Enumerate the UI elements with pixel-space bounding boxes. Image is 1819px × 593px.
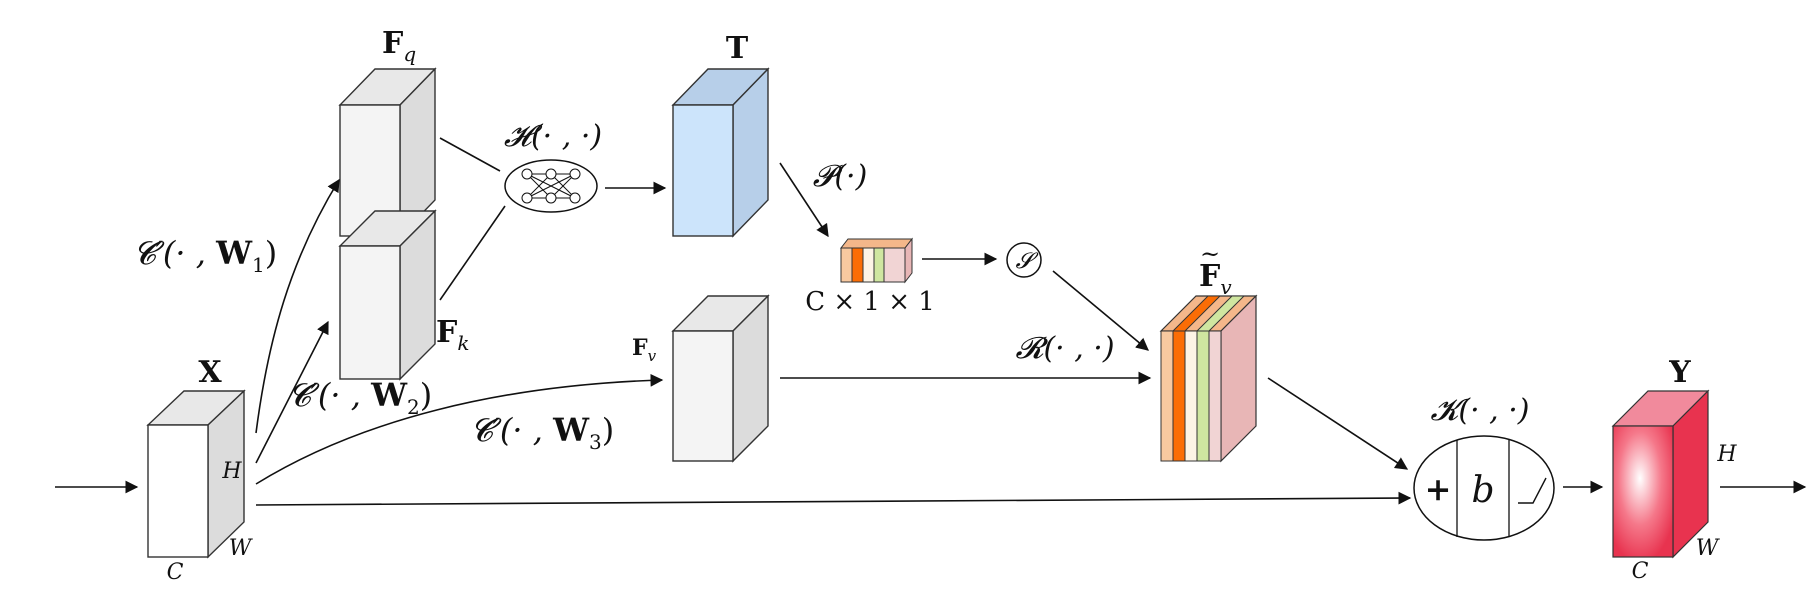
x-label: X xyxy=(198,355,222,390)
fv-tilde-subscript: v xyxy=(1220,275,1232,299)
fk-front-face xyxy=(339,245,401,380)
k-plus-sign: + xyxy=(1425,470,1452,508)
edge-fv-tilde-to-k xyxy=(1267,377,1409,470)
k-label: 𝓚(· , ·) xyxy=(1431,393,1530,428)
edge-x-to-fk xyxy=(255,320,329,464)
edge-fk-to-h xyxy=(439,205,506,301)
t-label: T xyxy=(726,31,749,66)
x-dim-c: C xyxy=(167,560,184,585)
conv3-op: 𝓒′(· , xyxy=(470,411,553,449)
edges xyxy=(55,137,1807,506)
x-dim-w: W xyxy=(229,536,254,561)
fq-label: Fq xyxy=(382,26,416,66)
pooled-dims-label: C × 1 × 1 xyxy=(805,287,935,317)
value-tensor-fv: Fv xyxy=(632,294,770,463)
fv-tilde-stripe-1 xyxy=(1160,330,1174,462)
pooled-stripe-1 xyxy=(840,247,853,283)
s-circle xyxy=(1006,242,1042,278)
y-dim-c: C xyxy=(1632,559,1649,584)
neural-net-icon xyxy=(521,168,581,204)
edge-x-to-fv xyxy=(255,373,664,485)
fusion-network-h: 𝓗(· , ·) xyxy=(504,119,602,213)
fv-tilde-accent: ~ xyxy=(1200,240,1220,268)
pooled-stripe-2 xyxy=(851,247,864,283)
fv-tilde-stripe-3 xyxy=(1184,330,1198,462)
y-dim-h: H xyxy=(1716,442,1737,467)
conv3-label: 𝓒′(· , W3) xyxy=(470,411,614,454)
p-label: 𝓟(·) xyxy=(813,159,868,194)
conv1-label: 𝓒′(· , W1) xyxy=(133,234,277,277)
relu-icon xyxy=(1518,477,1547,504)
k-bias: b xyxy=(1471,470,1494,511)
fv-letter: F xyxy=(632,335,648,361)
pooled-stripe-4 xyxy=(873,247,885,283)
edge-fq-to-h xyxy=(439,137,501,172)
fv-tilde-letter: F xyxy=(1199,259,1220,294)
conv2-label: 𝓒′(· , W2) xyxy=(288,376,432,419)
fv-tilde-stripe-2 xyxy=(1172,330,1186,462)
sigmoid-node-s: 𝓢 xyxy=(1006,242,1042,278)
output-tensor-y: Y H W C xyxy=(1611,355,1737,584)
fv-tilde-stripe-4 xyxy=(1196,330,1210,462)
r-label: 𝓡(· , ·) xyxy=(1015,331,1114,366)
fk-letter: F xyxy=(436,315,457,350)
pooled-top-face xyxy=(839,238,914,249)
conv1-sub: 1 xyxy=(252,253,265,277)
conv3-weight: W xyxy=(552,411,590,449)
reweighted-value-fv-tilde: Fv ~ 𝓡(· , ·) xyxy=(1015,240,1258,463)
h-label: 𝓗(· , ·) xyxy=(504,119,602,154)
pooled-stripe-5 xyxy=(883,247,906,283)
pooled-vector: C × 1 × 1 𝓟(·) xyxy=(805,159,935,317)
attention-map-t: T xyxy=(671,31,770,238)
conv2-weight: W xyxy=(370,376,408,414)
fv-subscript: v xyxy=(648,347,657,365)
x-front-face xyxy=(147,424,209,558)
fq-letter: F xyxy=(382,26,403,61)
conv2-op: 𝓒′(· , xyxy=(288,376,371,414)
conv3-sub: 3 xyxy=(589,430,602,454)
fq-subscript: q xyxy=(403,42,416,66)
y-front-face xyxy=(1612,425,1674,558)
fv-front-face xyxy=(672,330,734,462)
aggregation-node-k: + b 𝓚(· , ·) xyxy=(1413,393,1555,541)
fk-subscript: k xyxy=(457,331,469,355)
fv-tilde-label: Fv xyxy=(1199,259,1232,299)
k-ellipse xyxy=(1413,435,1555,541)
input-tensor-x: X H W C xyxy=(146,355,254,585)
edge-t-to-pooled xyxy=(779,162,829,238)
conv1-weight: W xyxy=(215,234,253,272)
pooled-stripe-3 xyxy=(862,247,875,283)
conv1-op: 𝓒′(· , xyxy=(133,234,216,272)
y-label: Y xyxy=(1668,355,1691,390)
conv3-close: ) xyxy=(602,411,614,449)
edge-x-to-k xyxy=(255,491,1412,506)
fk-label: Fk xyxy=(436,315,469,355)
y-dim-w: W xyxy=(1696,536,1721,561)
conv2-sub: 2 xyxy=(407,395,420,419)
fv-tilde-stripe-5 xyxy=(1208,330,1222,462)
x-dim-h: H xyxy=(221,459,242,484)
key-tensor-fk: Fk xyxy=(338,209,469,381)
t-front-face xyxy=(672,104,734,237)
conv1-close: ) xyxy=(265,234,277,272)
conv2-close: ) xyxy=(420,376,432,414)
edge-s-to-fv-tilde xyxy=(1052,270,1149,351)
edge-x-to-fq xyxy=(255,178,340,434)
fv-label: Fv xyxy=(632,335,657,365)
query-tensor-fq: Fq xyxy=(338,26,437,238)
